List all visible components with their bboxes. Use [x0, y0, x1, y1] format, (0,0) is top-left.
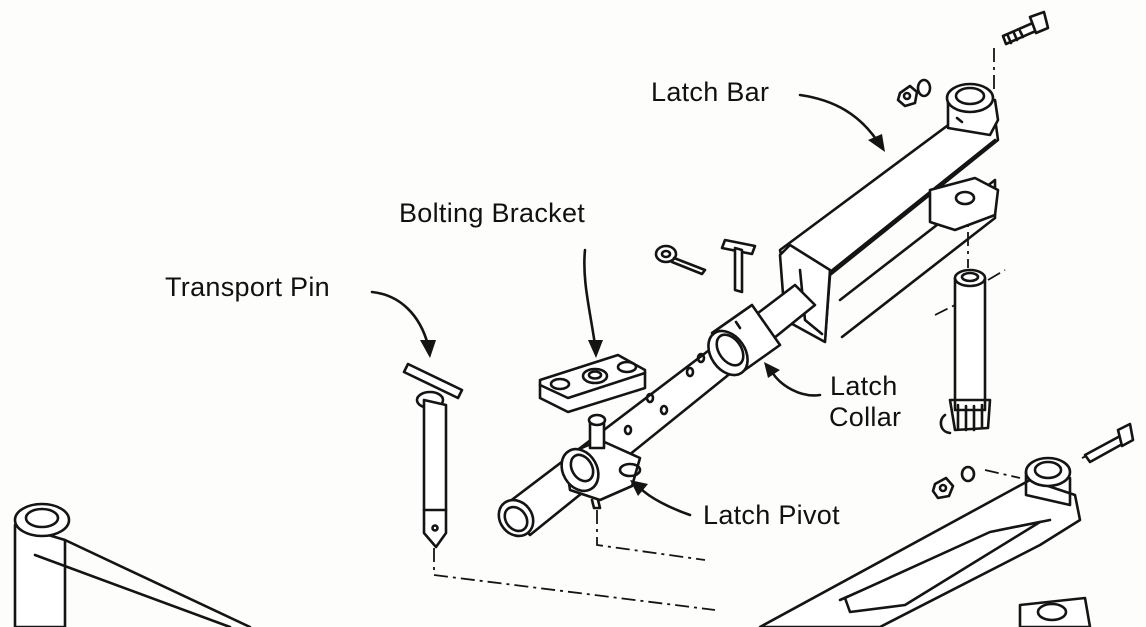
bolting-bracket-part — [538, 353, 647, 414]
upper-bolt-assembly — [896, 10, 1050, 108]
latch-pivot-part — [560, 413, 642, 510]
transport-pin-arrow — [370, 290, 430, 347]
bolting-bracket-arrow — [583, 248, 597, 347]
label-latch-pivot: Latch Pivot — [703, 500, 840, 530]
callout-arrows — [370, 93, 885, 517]
label-latch-collar-line1: Latch — [830, 371, 898, 401]
latch-pivot-arrow — [638, 486, 692, 517]
latch-collar-arrowhead — [764, 362, 780, 378]
t-pin-part — [720, 238, 757, 294]
latch-collar-arrow — [770, 370, 822, 397]
latch-bar-arrow — [798, 93, 880, 144]
cylinder-part — [939, 268, 992, 435]
transport-pin-arrowhead — [420, 340, 436, 358]
latch-collar-part — [707, 303, 782, 377]
label-bolting-bracket: Bolting Bracket — [399, 198, 585, 228]
callout-labels: Latch Bar Bolting Bracket Transport Pin … — [165, 77, 901, 530]
lower-frame-right — [758, 456, 1092, 627]
clip-pin-part — [654, 244, 707, 276]
bolting-bracket-arrowhead — [588, 340, 603, 358]
lower-frame-left — [13, 502, 252, 627]
label-latch-bar: Latch Bar — [651, 77, 769, 107]
latch-bar-arrowhead — [868, 134, 885, 152]
lower-bolt-assembly — [931, 422, 1135, 500]
label-transport-pin: Transport Pin — [165, 272, 330, 302]
latch-pivot-arrowhead — [630, 480, 648, 496]
transport-pin-part — [402, 362, 464, 549]
label-latch-collar-line2: Collar — [829, 402, 901, 432]
clevis-plate-part — [928, 176, 1000, 232]
